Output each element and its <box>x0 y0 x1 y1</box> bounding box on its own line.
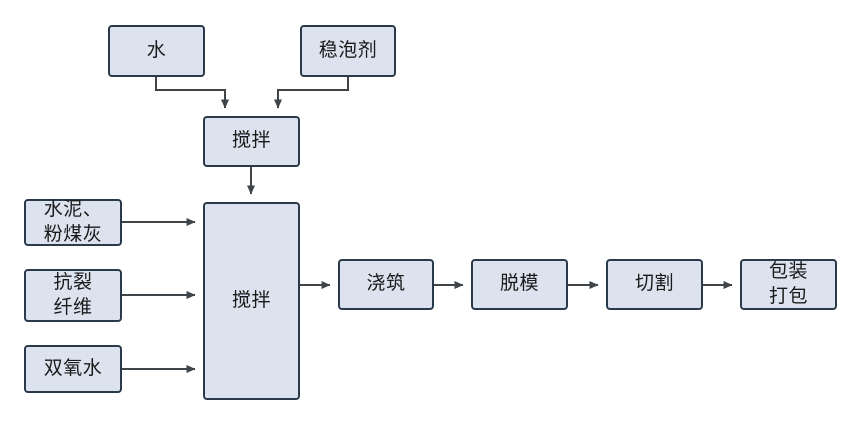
node-cutting[interactable]: 切割 <box>606 259 703 310</box>
node-peroxide[interactable]: 双氧水 <box>24 345 122 393</box>
edge-water-to-mix1 <box>155 77 229 109</box>
node-stabilizer[interactable]: 稳泡剂 <box>300 25 396 77</box>
node-mix2[interactable]: 搅拌 <box>203 202 300 400</box>
node-water[interactable]: 水 <box>108 25 205 77</box>
node-casting[interactable]: 浇筑 <box>338 259 434 310</box>
node-cement[interactable]: 水泥、 粉煤灰 <box>24 199 122 246</box>
node-packaging[interactable]: 包装 打包 <box>740 259 837 310</box>
node-demolding[interactable]: 脱模 <box>471 259 568 310</box>
node-fiber[interactable]: 抗裂 纤维 <box>24 269 122 322</box>
edge-stabilizer-to-mix1 <box>274 77 349 109</box>
node-mix1[interactable]: 搅拌 <box>203 116 300 167</box>
